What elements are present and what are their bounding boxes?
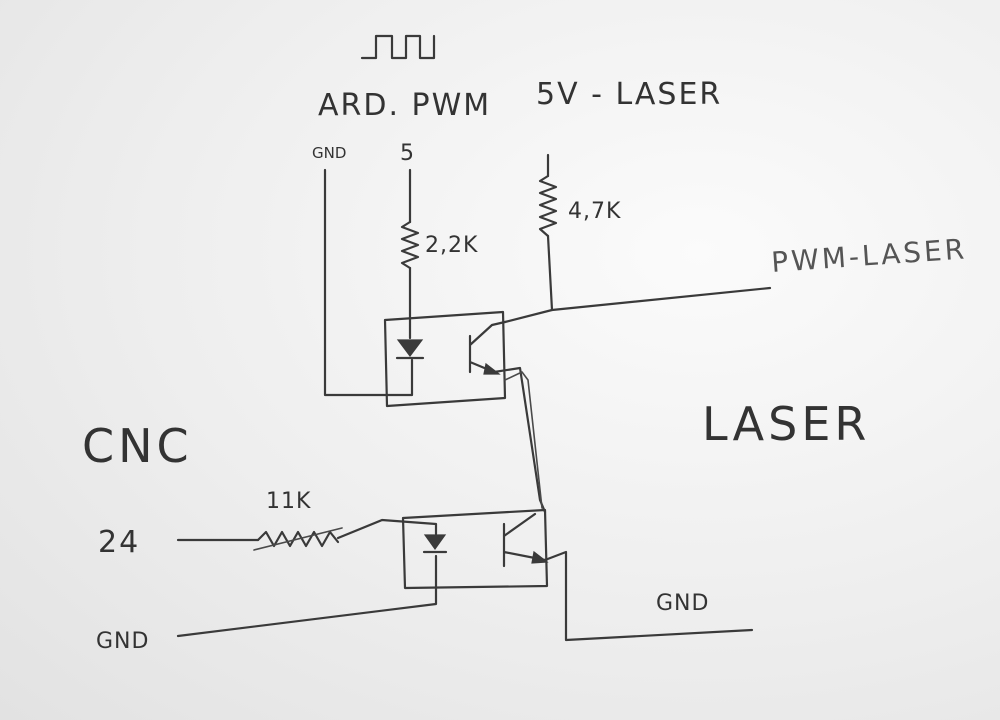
optocoupler-1-box bbox=[383, 310, 507, 408]
cnc-title: CNC bbox=[82, 419, 193, 473]
resistor-4k7-label: 4,7K bbox=[568, 199, 621, 224]
pin-5-label: 5 bbox=[400, 141, 415, 166]
ard-pwm-label: ARD. PWM bbox=[318, 88, 491, 123]
resistor-2k2-label: 2,2K bbox=[425, 233, 478, 258]
wire-emitter2-to-gnd bbox=[543, 550, 754, 642]
led-2-icon bbox=[423, 534, 447, 551]
supply-5v-laser-label: 5V - LASER bbox=[536, 77, 722, 112]
pwm-laser-label: PWM-LASER bbox=[770, 232, 968, 279]
led-1-icon bbox=[396, 339, 424, 357]
gnd-laser-label: GND bbox=[656, 591, 709, 616]
resistor-11k-strike bbox=[253, 527, 343, 551]
wire-arduino-gnd bbox=[323, 168, 414, 397]
resistor-2k2 bbox=[400, 220, 420, 270]
wire-cnc-gnd bbox=[176, 554, 438, 638]
resistor-11k bbox=[256, 530, 340, 548]
resistor-11k-label: 11K bbox=[266, 489, 311, 514]
gnd-cnc-label: GND bbox=[96, 629, 149, 654]
wire-resistor-to-led2 bbox=[336, 518, 438, 540]
gnd-arduino-label: GND bbox=[312, 144, 346, 162]
wire-pwm-laser-output bbox=[503, 286, 772, 324]
resistor-4k7 bbox=[538, 174, 558, 238]
cnc-24-label: 24 bbox=[98, 525, 140, 560]
wire-emitter1-to-collector2 bbox=[492, 366, 547, 514]
transistor-2-arrow-icon bbox=[531, 550, 549, 564]
wire-emitter1-retrace bbox=[504, 371, 543, 509]
pwm-waveform-symbol bbox=[360, 34, 436, 60]
wire-pullup-to-node bbox=[546, 234, 554, 312]
laser-title: LASER bbox=[702, 397, 870, 451]
optocoupler-2-box bbox=[401, 508, 549, 590]
